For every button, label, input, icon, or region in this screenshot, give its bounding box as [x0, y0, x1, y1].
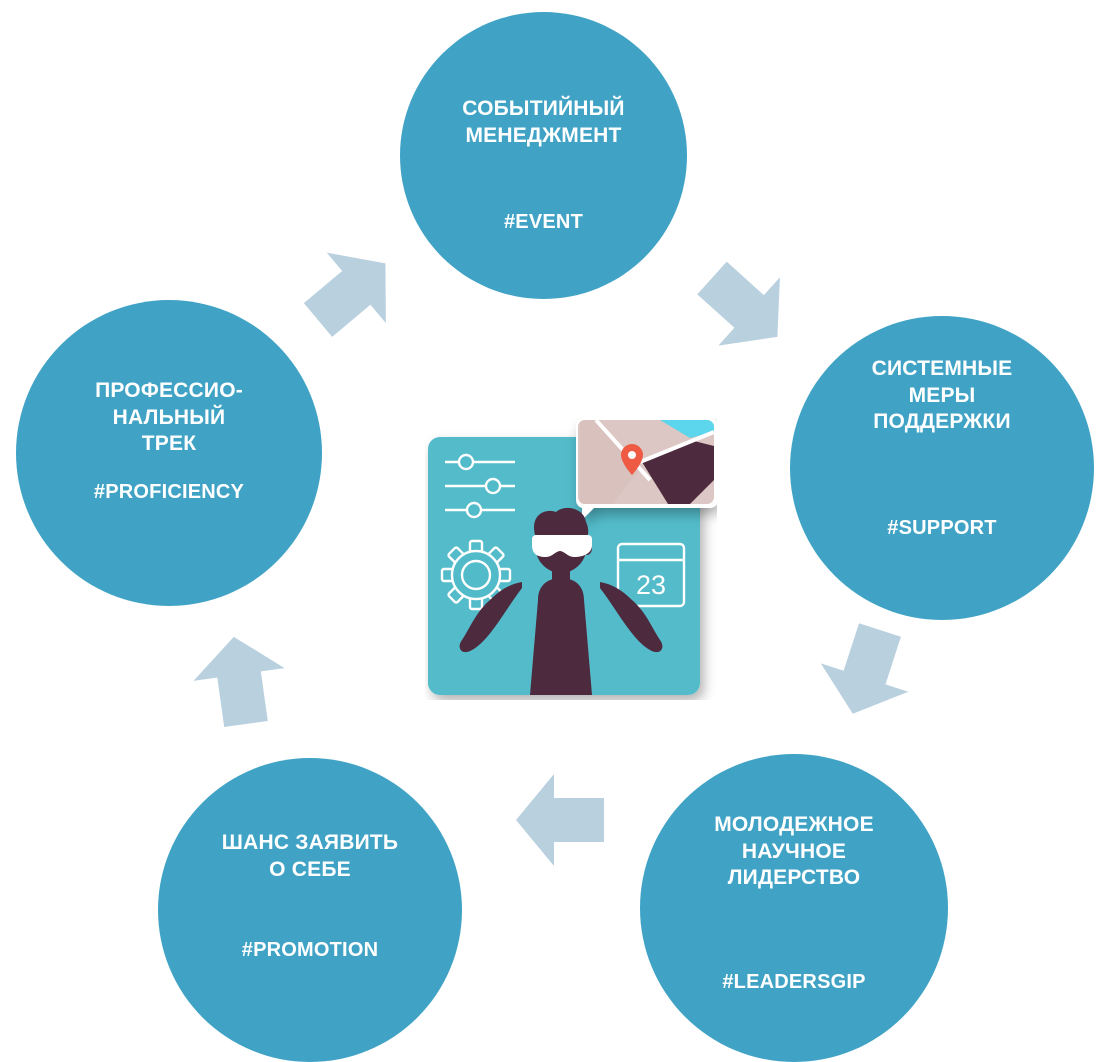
arrow-proficiency-to-event [303, 252, 386, 337]
node-leadership-tag: #LEADERSGIP [722, 971, 866, 993]
node-proficiency-tag: #PROFICIENCY [93, 481, 245, 503]
arrow-event-to-support [697, 261, 780, 346]
node-event-title: СОБЫТИЙНЫЙ МЕНЕДЖМЕНТ [462, 97, 625, 147]
node-proficiency: ПРОФЕССИО- НАЛЬНЫЙ ТРЕК #PROFICIENCY [16, 300, 322, 606]
arrow-support-to-leadership [820, 623, 909, 714]
calendar-icon: 23 [616, 542, 686, 608]
calendar-day: 23 [636, 570, 666, 600]
node-promotion-title: ШАНС ЗАЯВИТЬ О СЕБЕ [221, 831, 399, 881]
node-support: СИСТЕМНЫЕ МЕРЫ ПОДДЕРЖКИ #SUPPORT [790, 316, 1094, 620]
node-promotion-tag: #PROMOTION [241, 939, 379, 961]
node-event-tag: #EVENT [503, 211, 583, 233]
center-illustration: 23 [428, 418, 717, 695]
map-bubble [575, 418, 717, 520]
node-leadership-title: МОЛОДЕЖНОЕ НАУЧНОЕ ЛИДЕРСТВО [714, 813, 874, 890]
node-support-tag: #SUPPORT [887, 517, 997, 539]
arrow-promotion-to-proficiency [193, 636, 285, 728]
node-proficiency-title: ПРОФЕССИО- НАЛЬНЫЙ ТРЕК [95, 379, 243, 456]
map-pin-icon [621, 444, 643, 475]
sliders-icon [445, 453, 515, 519]
node-leadership: МОЛОДЕЖНОЕ НАУЧНОЕ ЛИДЕРСТВО #LEADERSGIP [640, 754, 948, 1062]
node-support-title: СИСТЕМНЫЕ МЕРЫ ПОДДЕРЖКИ [871, 357, 1013, 434]
arrow-leadership-to-promotion [516, 774, 604, 866]
gear-icon [440, 539, 512, 611]
person-with-vr-headset-icon [459, 507, 663, 695]
node-promotion: ШАНС ЗАЯВИТЬ О СЕБЕ #PROMOTION [158, 758, 462, 1062]
node-event: СОБЫТИЙНЫЙ МЕНЕДЖМЕНТ #EVENT [400, 12, 687, 299]
